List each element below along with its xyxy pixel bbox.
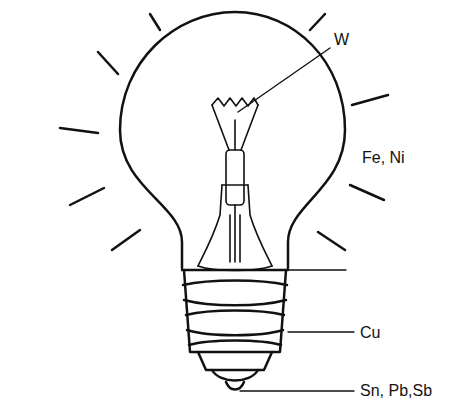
part-label: Fe, Ni: [362, 148, 405, 167]
part-label: W: [334, 30, 349, 49]
screw-base: [182, 270, 288, 390]
light-rays: [60, 14, 388, 250]
part-label: Sn, Pb,Sb: [360, 381, 432, 400]
leader-lines: [196, 48, 354, 391]
glass-envelope: [120, 12, 345, 268]
part-label: Cu: [360, 323, 380, 342]
filament-mount: [198, 98, 272, 271]
